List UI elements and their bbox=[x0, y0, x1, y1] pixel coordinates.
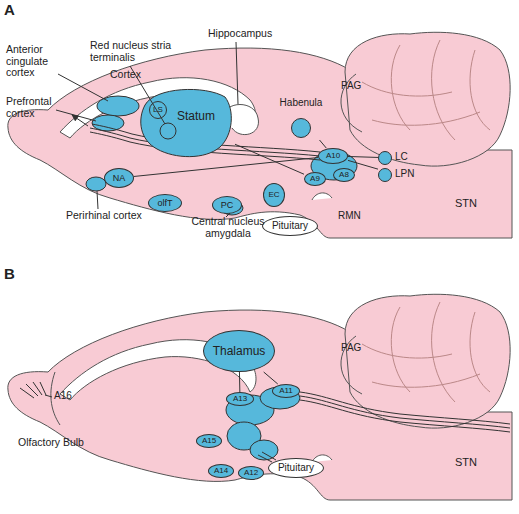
brain-nucleus: LPN bbox=[378, 167, 418, 183]
nucleus-label: Habenula bbox=[278, 98, 324, 108]
nucleus-label: Thalamus bbox=[213, 345, 266, 357]
region-label: STN bbox=[455, 456, 495, 468]
nucleus-label: A13 bbox=[233, 395, 247, 403]
nucleus-label: A8 bbox=[339, 171, 349, 179]
brain-nucleus: Thalamus bbox=[203, 330, 275, 372]
fiber-line bbox=[300, 400, 510, 432]
brain-nucleus: PC bbox=[212, 196, 242, 214]
prefrontal-region bbox=[92, 115, 124, 131]
nucleus-label: LS bbox=[153, 106, 163, 114]
region-label: RMN bbox=[338, 210, 378, 221]
region-label: Olfactory Bulb bbox=[18, 437, 118, 449]
nucleus-label: A11 bbox=[279, 387, 293, 395]
region-label: PAG bbox=[341, 342, 371, 353]
hypothalamic-cluster bbox=[250, 440, 278, 460]
perirhinal-region bbox=[86, 177, 106, 191]
brain-nucleus: A15 bbox=[196, 434, 222, 448]
striatum-blob: Statum LS bbox=[135, 85, 235, 160]
nucleus-label: LC bbox=[395, 152, 408, 162]
region-label: STN bbox=[455, 197, 495, 209]
nucleus-label: A15 bbox=[202, 437, 216, 445]
leader-line bbox=[58, 74, 108, 101]
pathway-line bbox=[320, 140, 327, 148]
nucleus-label: A9 bbox=[310, 175, 320, 183]
nucleus-label: NA bbox=[113, 174, 126, 183]
region-label: Central nucleus amygdala bbox=[183, 216, 273, 239]
nucleus-circle bbox=[378, 151, 392, 165]
brain-section bbox=[8, 32, 512, 238]
direction-arrow bbox=[72, 115, 88, 126]
brain-nucleus: olfT bbox=[148, 194, 182, 212]
region-label: Cortex bbox=[110, 69, 160, 81]
nucleus-label: olfT bbox=[157, 199, 172, 208]
brain-nucleus: A8 bbox=[333, 168, 355, 182]
brain-nucleus: A11 bbox=[272, 384, 300, 398]
cingulate-region bbox=[97, 96, 139, 116]
blob-shape bbox=[141, 89, 232, 156]
nucleus-label: Pituitary bbox=[278, 463, 314, 473]
brain-nucleus: A14 bbox=[208, 464, 234, 478]
pathway-line bbox=[348, 156, 378, 158]
brain-nucleus: A9 bbox=[304, 172, 326, 186]
blob-outline bbox=[135, 85, 235, 160]
brain-nucleus: A12 bbox=[238, 466, 264, 480]
red-nucleus-circle bbox=[160, 123, 176, 139]
brain-nucleus: EC bbox=[263, 183, 285, 207]
region-label: Hippocampus bbox=[208, 28, 288, 40]
nucleus-label: Pituitary bbox=[272, 221, 308, 231]
region-label: PAG bbox=[341, 80, 371, 91]
brain-nucleus: A10 bbox=[318, 148, 348, 164]
pathway-line bbox=[348, 160, 378, 169]
fiber-line bbox=[300, 392, 510, 424]
nucleus-label: PC bbox=[221, 201, 234, 210]
pituitary-oval: Pituitary bbox=[262, 216, 318, 236]
nucleus-label: LPN bbox=[395, 169, 414, 179]
brain-nucleus: LC bbox=[378, 150, 412, 166]
fiber-line bbox=[40, 382, 46, 395]
brain-nucleus: LS bbox=[149, 101, 167, 119]
region-label: Prefrontal cortex bbox=[6, 96, 64, 119]
nucleus-circle bbox=[291, 118, 311, 138]
fiber-line bbox=[300, 396, 510, 428]
region-label: Anterior cingulate cortex bbox=[6, 44, 58, 79]
brain-nucleus: NA bbox=[104, 168, 134, 188]
habenula-nucleus: Habenula bbox=[278, 96, 324, 140]
leader-line bbox=[236, 42, 238, 104]
pathway-line bbox=[264, 372, 278, 384]
nucleus-label: A10 bbox=[326, 152, 340, 160]
leader-line bbox=[130, 66, 165, 124]
panel-letter: A bbox=[4, 2, 24, 19]
nucleus-label: EC bbox=[268, 191, 279, 199]
nucleus-circle bbox=[378, 168, 392, 182]
nucleus-label: A12 bbox=[244, 469, 258, 477]
leader-line bbox=[45, 395, 52, 397]
region-label: Perirhinal cortex bbox=[66, 210, 176, 222]
leader-line bbox=[56, 110, 96, 121]
pathway-line bbox=[239, 372, 240, 392]
region-label: Red nucleus stria terminalis bbox=[90, 40, 180, 63]
nucleus-label: A14 bbox=[214, 467, 228, 475]
pathway-line bbox=[134, 158, 318, 177]
panel-letter: B bbox=[4, 266, 24, 283]
brain-section bbox=[8, 294, 512, 500]
fiber-line bbox=[262, 452, 276, 460]
pituitary-oval: Pituitary bbox=[268, 458, 324, 478]
nucleus-label: Statum bbox=[177, 110, 215, 122]
leader-line bbox=[97, 191, 98, 209]
region-label: A16 bbox=[54, 390, 84, 401]
leader-line bbox=[226, 213, 230, 217]
pathway-line bbox=[235, 144, 304, 174]
brain-nucleus: A13 bbox=[226, 392, 254, 406]
